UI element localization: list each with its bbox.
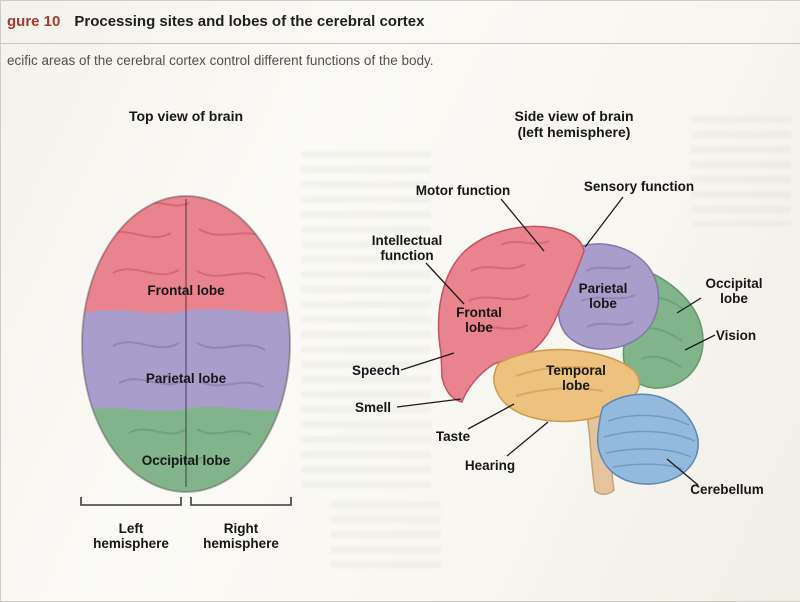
figure-title: Processing sites and lobes of the cerebr… <box>74 13 425 30</box>
hearing-label: Hearing <box>464 458 516 473</box>
occipital-lobe-line <box>676 297 702 314</box>
hearing-line <box>506 421 549 457</box>
header-divider <box>1 43 800 44</box>
smell-line <box>396 398 462 408</box>
top-view-occipital-gyri <box>128 428 252 462</box>
side-view-heading-sub: (left hemisphere) <box>517 124 631 140</box>
side-view-parietal-gyri <box>580 265 636 328</box>
taste-line <box>467 403 515 430</box>
figure-label: gure 10 <box>7 13 61 30</box>
taste-label: Taste <box>435 429 471 444</box>
top-view-brain-outline <box>81 195 291 493</box>
side-view-temporal-label: Temporal lobe <box>546 363 606 394</box>
left-hemisphere-bracket <box>80 497 182 506</box>
intellectual-function-line <box>425 262 465 305</box>
side-view-frontal-gyri <box>468 240 550 332</box>
cerebellum-label: Cerebellum <box>690 482 764 497</box>
speech-label: Speech <box>351 363 401 378</box>
smell-label: Smell <box>354 400 392 415</box>
top-view-frontal-label: Frontal lobe <box>147 283 225 298</box>
speech-line <box>400 352 455 371</box>
leader-lines <box>396 196 716 486</box>
cerebellum-line <box>666 458 699 486</box>
motor-function-line <box>500 198 545 252</box>
side-view-occipital-label: Occipital lobe <box>705 276 763 307</box>
side-view-heading: Side view of brain <box>514 108 634 124</box>
top-view-brain-shape <box>80 195 292 506</box>
side-view-frontal-region <box>437 225 585 403</box>
sensory-function-label: Sensory function <box>583 179 695 194</box>
top-view-heading: Top view of brain <box>128 108 244 124</box>
right-hemisphere-label: Right hemisphere <box>203 521 279 552</box>
side-view-brain-shape <box>437 225 704 495</box>
top-view-parietal-label: Parietal lobe <box>145 371 227 386</box>
side-view-cerebellum-striations <box>603 414 696 470</box>
top-view-parietal-gyri <box>112 341 266 388</box>
intellectual-function-label: Intellectual function <box>371 233 443 264</box>
side-view-parietal-label: Parietal lobe <box>578 281 628 312</box>
side-view-cerebellum-region <box>596 393 699 485</box>
vision-line <box>684 334 716 351</box>
figure-caption: ecific areas of the cerebral cortex cont… <box>7 53 434 68</box>
vision-label: Vision <box>715 328 757 343</box>
right-hemisphere-bracket <box>190 497 292 506</box>
side-view-temporal-gyri <box>515 366 604 397</box>
figure-header: gure 10 Processing sites and lobes of the… <box>7 13 425 31</box>
top-view-occipital-label: Occipital lobe <box>141 453 231 468</box>
top-view-frontal-region <box>82 196 290 315</box>
motor-function-label: Motor function <box>415 183 511 198</box>
sensory-function-line <box>584 196 624 248</box>
left-hemisphere-label: Left hemisphere <box>93 521 169 552</box>
side-view-frontal-label: Frontal lobe <box>456 305 502 336</box>
